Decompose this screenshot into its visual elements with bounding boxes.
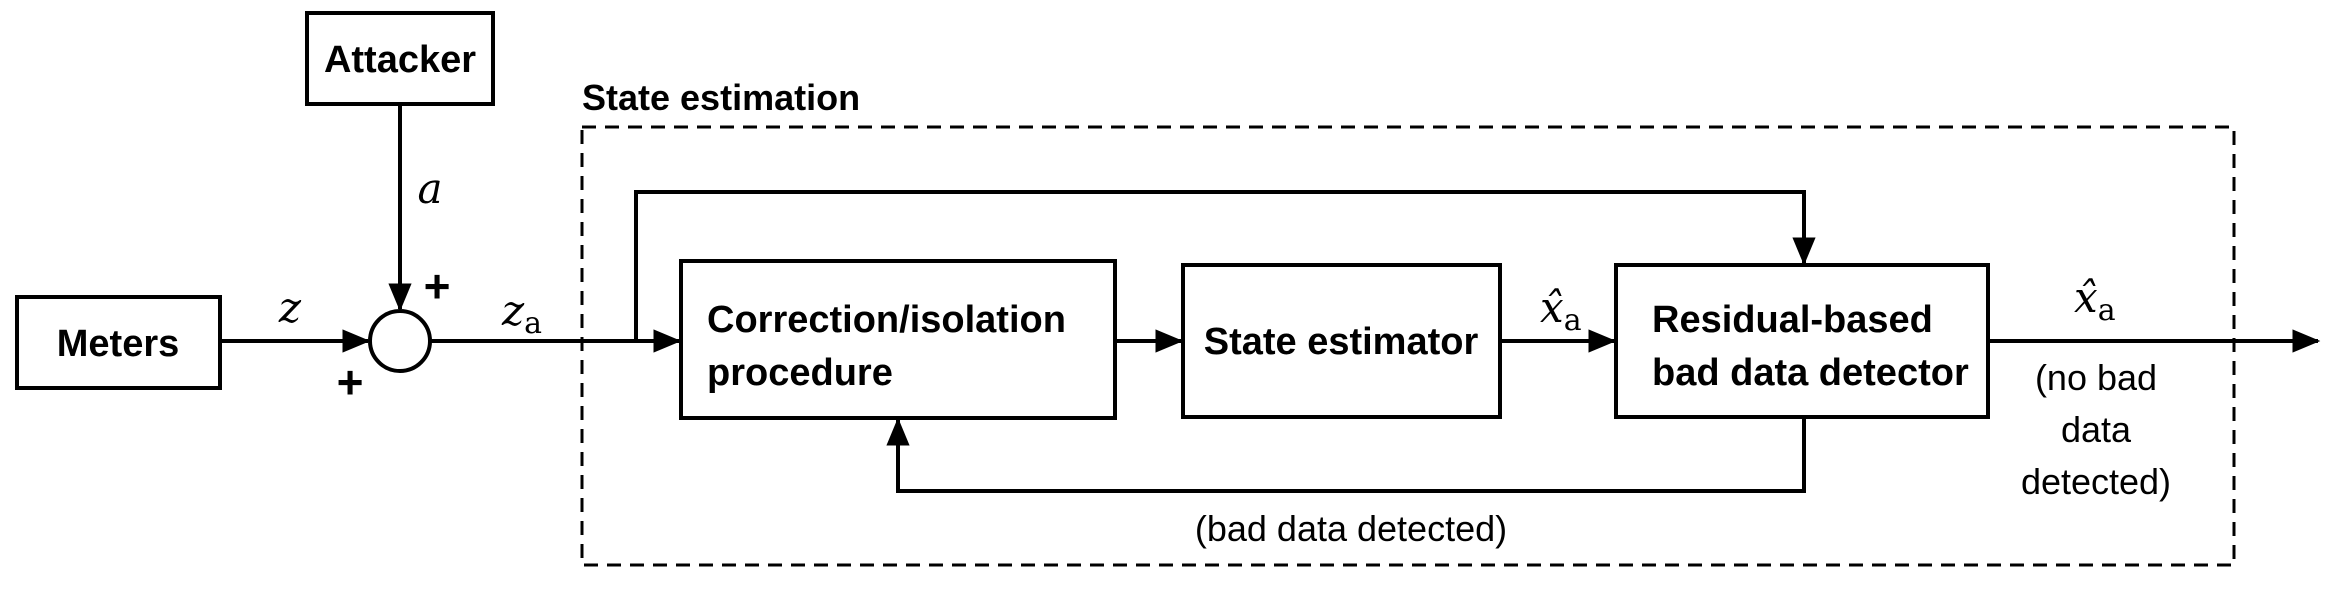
state-estimator-label: State estimator — [1204, 321, 1479, 363]
no-bad-data-note-line3: detected) — [2021, 461, 2171, 502]
no-bad-data-note-line2: data — [2061, 409, 2132, 450]
bad-data-detected-note: (bad data detected) — [1195, 508, 1507, 549]
correction-label-line1: Correction/isolation — [707, 299, 1066, 341]
meters-block: Meters — [15, 295, 222, 390]
detector-label-line2: bad data detector — [1652, 352, 1969, 394]
state-estimation-group — [580, 125, 2236, 567]
measurement-signal-label: z — [278, 283, 302, 332]
residual-detector-block: Residual-based bad data detector — [1614, 263, 1990, 419]
attack-signal-label: a — [417, 164, 442, 213]
estimate-signal-label: x̂a — [1540, 283, 1582, 338]
state-estimator-block: State estimator — [1181, 263, 1502, 419]
state-estimation-label: State estimation — [582, 77, 860, 118]
correction-isolation-block: Correction/isolation procedure — [679, 259, 1117, 420]
attacker-label: Attacker — [324, 39, 476, 81]
bad-data-feedback-arrow — [886, 417, 1806, 493]
no-bad-data-note-line1: (no bad — [2035, 357, 2157, 398]
feedforward-to-detector-arrow — [634, 190, 1816, 341]
summing-left-sign: + — [337, 356, 364, 408]
summing-junction — [368, 309, 432, 373]
meters-label: Meters — [57, 323, 180, 365]
detector-label-line1: Residual-based — [1652, 299, 1933, 341]
correction-label-line2: procedure — [707, 352, 893, 394]
output-estimate-label: x̂a — [2074, 273, 2116, 328]
summing-top-sign: + — [424, 260, 451, 312]
attacked-measurement-label: za — [501, 286, 542, 341]
attacker-block: Attacker — [305, 11, 495, 106]
